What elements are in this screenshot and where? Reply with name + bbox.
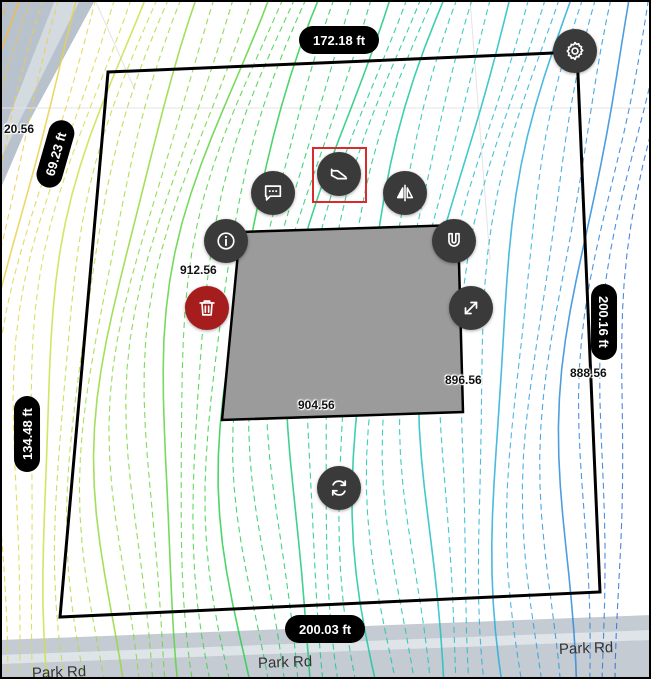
rotate-button[interactable] [317, 466, 361, 510]
contour-line [143, 0, 253, 679]
building-footprint[interactable] [220, 223, 465, 422]
contour-line [459, 0, 546, 679]
contour-line [180, 0, 284, 679]
info-icon [217, 232, 235, 250]
contour-line [381, 0, 473, 679]
contour-line [505, 0, 583, 679]
bottom-length-label: 200.03 ft [285, 615, 366, 643]
comment-button[interactable] [251, 171, 295, 215]
contour-line [92, 0, 197, 679]
contour-line [599, 78, 651, 679]
parcel-boundary[interactable] [58, 50, 602, 619]
contour-line [162, 0, 270, 679]
snap-button[interactable] [432, 219, 476, 263]
contour-line [78, 0, 182, 679]
contour-line [614, 130, 651, 679]
road-label: Park Rd [31, 663, 87, 679]
slope-icon [330, 168, 348, 180]
elevation-label: 888.56 [570, 366, 607, 380]
contour-line [0, 0, 59, 255]
slope-button[interactable] [317, 152, 361, 196]
contour-line [557, 0, 630, 679]
road-label: Park Rd [558, 639, 614, 658]
contour-line [477, 0, 560, 679]
contour-line [0, 0, 44, 180]
contour-line [490, 0, 572, 679]
resize-button[interactable] [449, 286, 493, 330]
elevation-label: 912.56 [180, 263, 217, 277]
contour-line [204, 0, 307, 679]
elevation-label: 904.56 [298, 398, 335, 412]
contour-line [365, 0, 458, 679]
flip-icon [396, 184, 414, 202]
rotate-icon [331, 480, 347, 496]
road-label: Park Rd [257, 653, 313, 672]
contour-line [577, 0, 649, 679]
trash-icon [199, 300, 215, 316]
gear-icon [566, 41, 584, 61]
top-length-label: 172.18 ft [299, 26, 380, 54]
elevation-label: 896.56 [445, 373, 482, 387]
resize-icon [464, 301, 478, 315]
contour-line [125, 0, 234, 679]
contour-line [53, 0, 158, 679]
magnet-icon [448, 232, 460, 247]
delete-button[interactable] [185, 286, 229, 330]
contour-line [12, 0, 115, 679]
contour-line [108, 0, 215, 679]
settings-button[interactable] [553, 29, 597, 73]
contour-line [305, 0, 408, 679]
left-lower-length-label: 134.48 ft [14, 395, 41, 473]
flip-button[interactable] [383, 171, 427, 215]
right-length-label: 200.16 ft [591, 283, 618, 361]
elevation-label: 20.56 [4, 122, 35, 136]
info-button[interactable] [204, 219, 248, 263]
contour-line [30, 0, 132, 679]
contour-line [521, 0, 596, 679]
contour-line [539, 0, 612, 679]
contour-line [65, 0, 169, 679]
contour-line [0, 0, 78, 298]
comment-icon [264, 185, 282, 201]
selected-tool-highlight [312, 147, 367, 203]
contour-line [42, 0, 146, 679]
